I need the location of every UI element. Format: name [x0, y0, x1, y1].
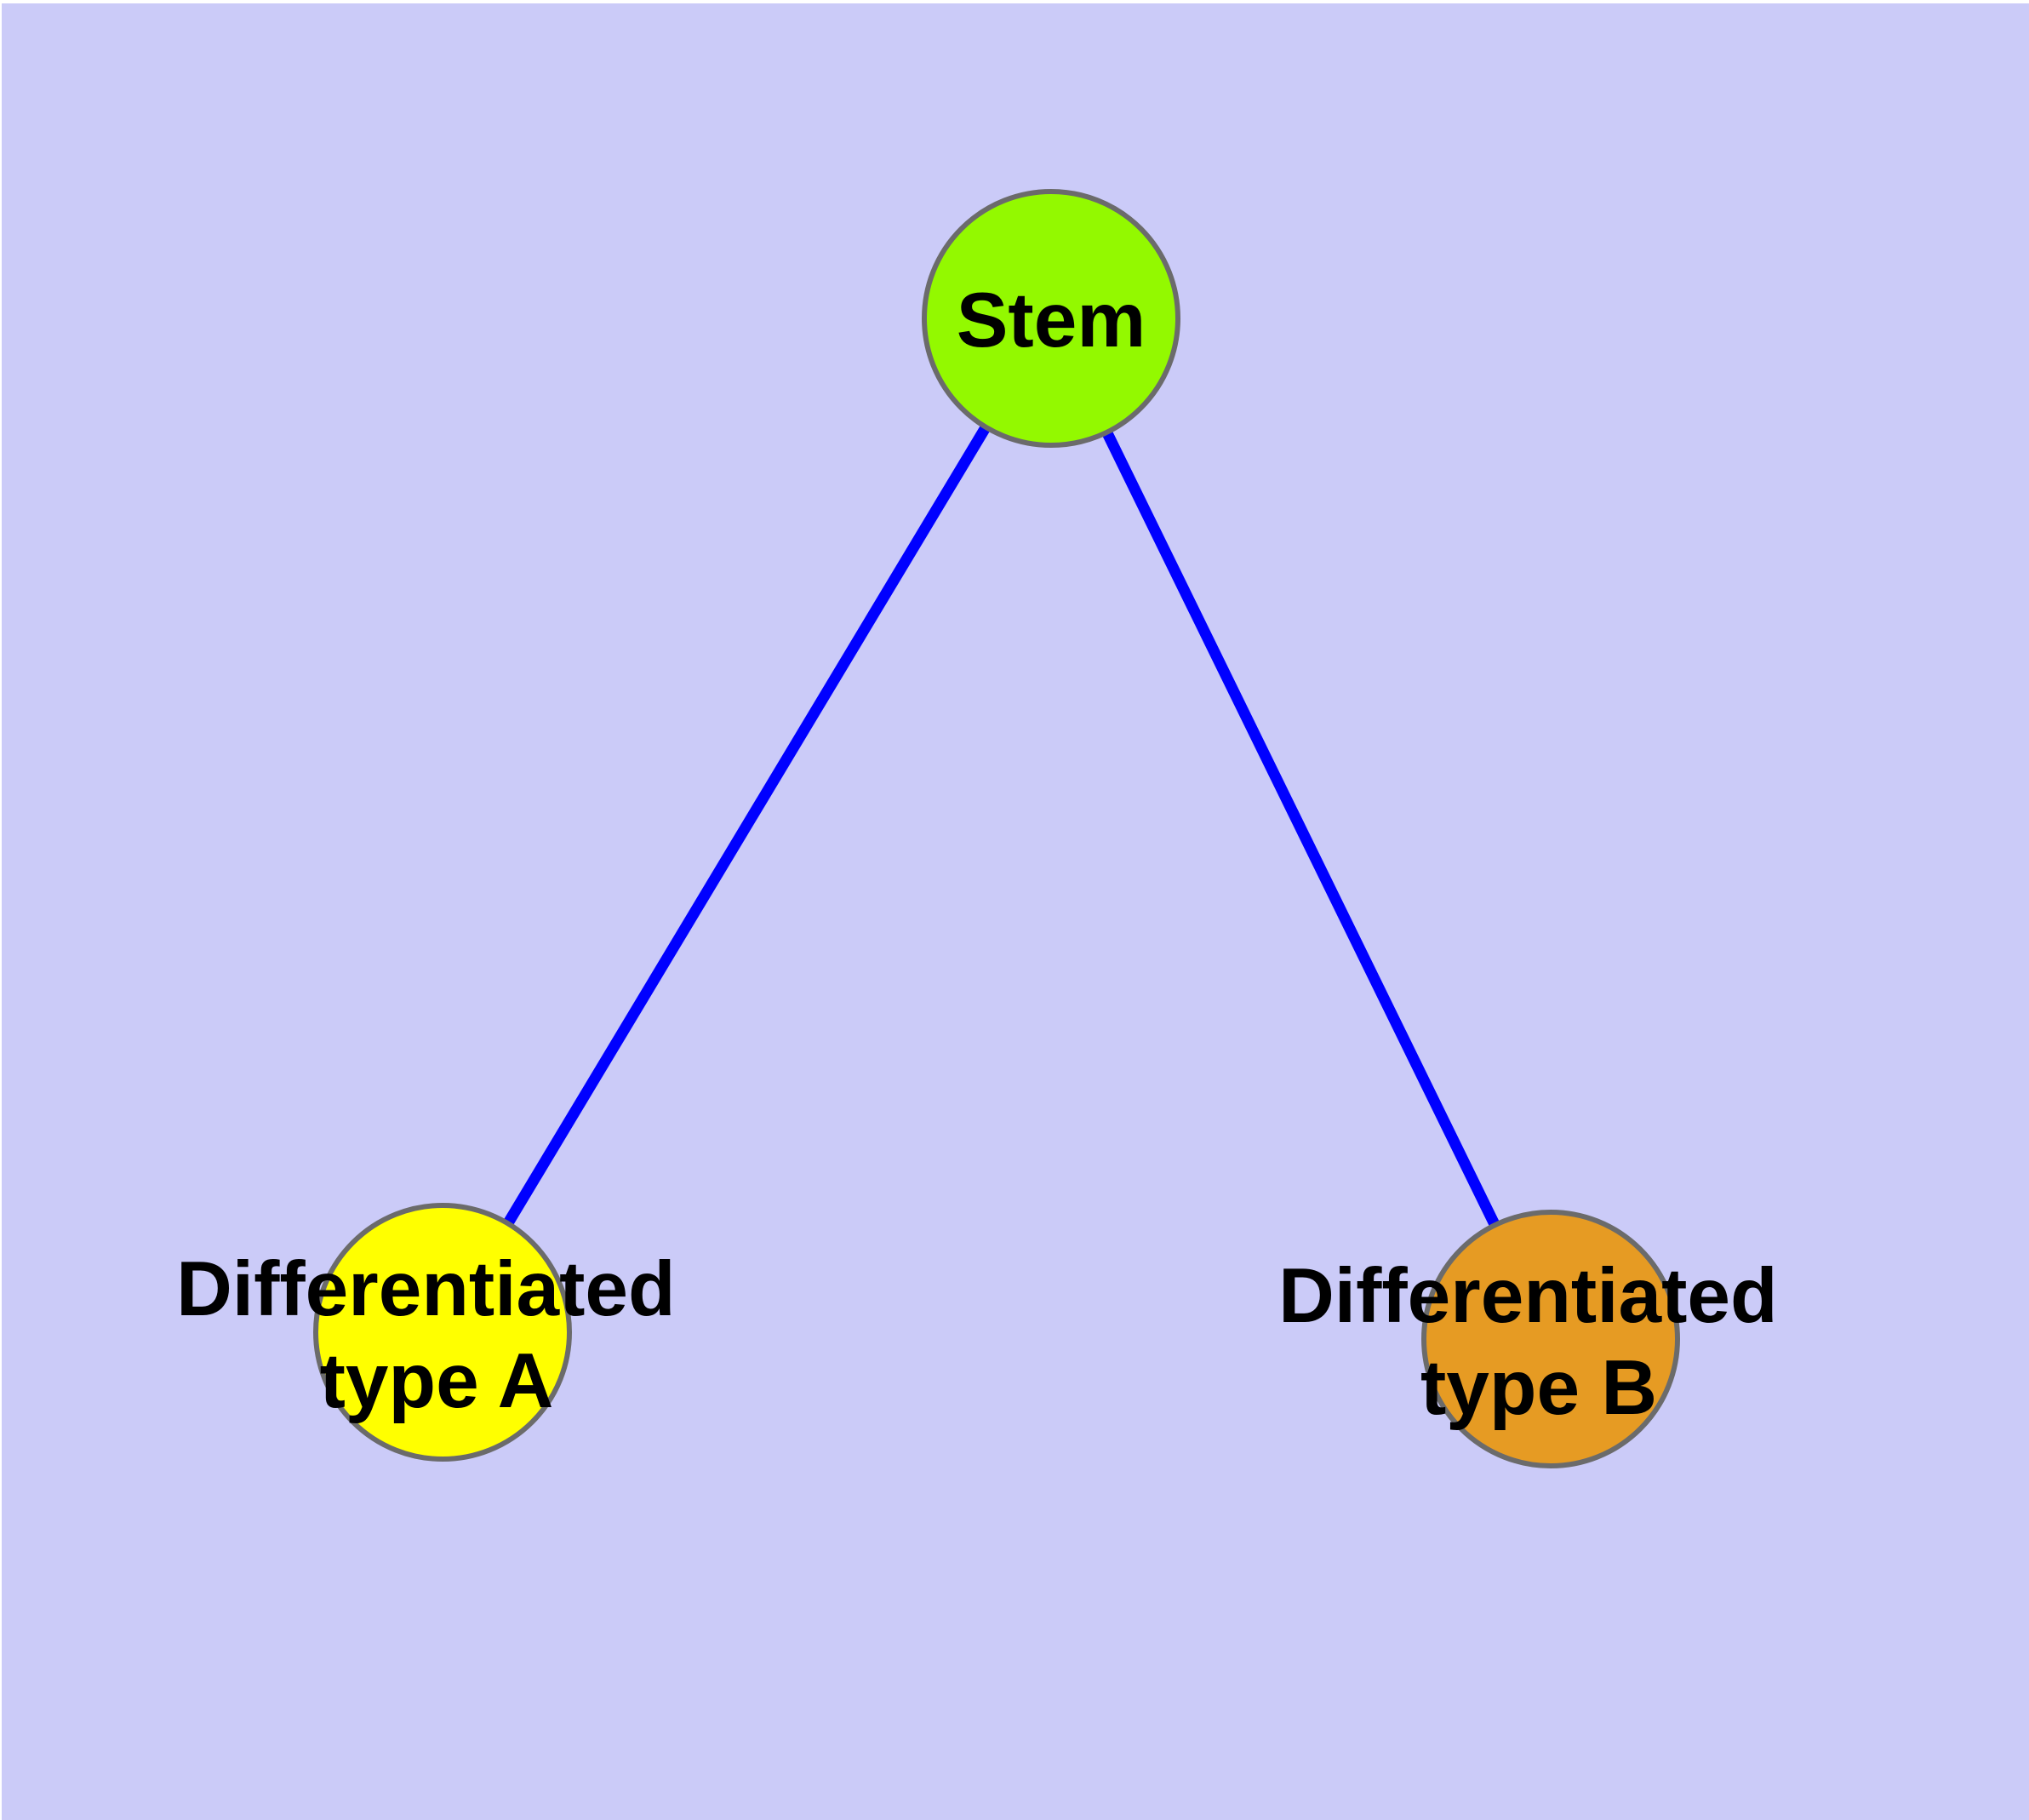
node-label-type-a: Differentiated type A: [176, 1246, 697, 1424]
node-label-type-b: Differentiated type B: [1278, 1253, 1799, 1431]
node-type-b: [1421, 1210, 1680, 1468]
node-type-a: [313, 1203, 572, 1462]
node-label-type-a-line2: type A: [320, 1338, 554, 1424]
node-label-type-a-line1: Differentiated: [176, 1246, 676, 1332]
edge-stem-type-a: [437, 315, 1056, 1336]
node-label-type-b-line2: type B: [1420, 1345, 1657, 1431]
node-stem: [922, 189, 1180, 448]
edge-stem-type-b: [1046, 316, 1556, 1342]
node-label-type-b-line1: Differentiated: [1278, 1253, 1778, 1339]
node-label-stem: Stem: [957, 278, 1146, 363]
